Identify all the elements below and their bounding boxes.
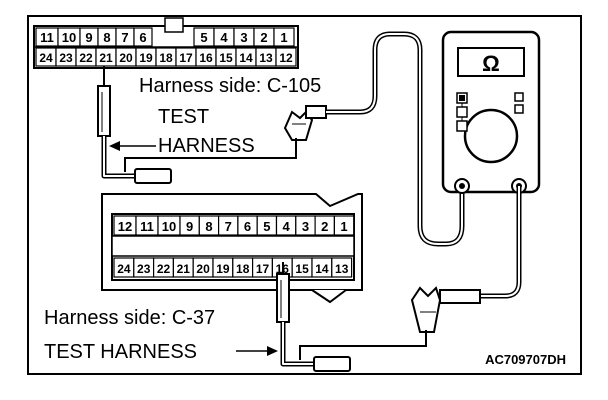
harness-1-plug	[134, 168, 172, 184]
test-harness-2-arrow	[236, 346, 278, 356]
pin-label: 17	[179, 51, 193, 65]
clip-2-lead	[299, 330, 427, 360]
pin-label: 3	[240, 30, 247, 45]
pin-label: 1	[340, 219, 347, 234]
pin-label: 12	[118, 219, 132, 234]
c37-label: Harness side: C-37	[44, 307, 215, 329]
pin-label: 14	[315, 262, 329, 276]
pin-label: 10	[162, 219, 176, 234]
pin-label: 15	[219, 51, 233, 65]
pin-label: 9	[186, 219, 193, 234]
clip-2	[410, 286, 481, 333]
connector-c105-latch	[164, 17, 184, 33]
pin-label: 14	[239, 51, 253, 65]
test-harness-1-line1: TEST	[158, 106, 209, 128]
test-harness-1-line2: HARNESS	[158, 135, 255, 157]
pin-label: 11	[40, 30, 54, 45]
pin-label: 16	[199, 51, 213, 65]
pin-label: 9	[85, 30, 92, 45]
pin-label: 7	[225, 219, 232, 234]
pin-label: 11	[140, 219, 154, 234]
ohmmeter-display	[457, 47, 525, 77]
pin-label: 13	[259, 51, 273, 65]
ohmmeter-knob	[463, 108, 519, 164]
pin-label: 7	[121, 30, 128, 45]
ohmmeter: Ω	[441, 30, 541, 194]
pin-label: 10	[62, 30, 76, 45]
pin-label: 1	[280, 30, 287, 45]
meter-lead-2	[480, 186, 522, 299]
pin-label: 6	[244, 219, 251, 234]
pin-label: 2	[321, 219, 328, 234]
c105-label: Harness side: C-105	[139, 75, 321, 97]
pin-label: 4	[220, 30, 228, 45]
probe-c105	[97, 66, 111, 137]
test-harness-2-label: TEST HARNESS	[44, 341, 197, 363]
pin-label: 18	[236, 262, 250, 276]
figure-code: AC709707DH	[485, 352, 566, 367]
pin-label: 19	[139, 51, 153, 65]
pin-label: 12	[279, 51, 293, 65]
ohm-symbol: Ω	[482, 51, 500, 76]
harness-2-wire	[280, 322, 314, 367]
pin-label: 21	[99, 51, 113, 65]
pin-label: 24	[39, 51, 53, 65]
pin-label: 22	[157, 262, 171, 276]
clip-1-lead	[124, 138, 297, 172]
pin-label: 22	[79, 51, 93, 65]
test-harness-1-arrow	[109, 141, 156, 151]
pin-label: 5	[263, 219, 270, 234]
pin-label: 13	[335, 262, 349, 276]
pin-label: 15	[295, 262, 309, 276]
pin-label: 18	[159, 51, 173, 65]
pin-label: 3	[302, 219, 309, 234]
pin-label: 21	[177, 262, 191, 276]
pin-label: 8	[103, 30, 110, 45]
range-marks	[456, 92, 524, 132]
pin-label: 5	[200, 30, 207, 45]
pin-label: 2	[260, 30, 267, 45]
pin-label: 8	[205, 219, 212, 234]
pin-label: 4	[283, 219, 291, 234]
clip-1	[283, 105, 327, 141]
pin-label: 20	[196, 262, 210, 276]
pin-label: 23	[137, 262, 151, 276]
pin-label: 23	[59, 51, 73, 65]
diagram-frame	[27, 15, 582, 375]
pin-label: 17	[256, 262, 270, 276]
pin-label: 19	[216, 262, 230, 276]
pin-label: 6	[139, 30, 146, 45]
pin-label: 20	[119, 51, 133, 65]
connector-c105-bottom-row: 24 23 22 21 20 19 18 17 16 15 14 13 12	[35, 47, 297, 67]
pin-label: 24	[117, 262, 131, 276]
harness-2-plug	[313, 356, 351, 372]
